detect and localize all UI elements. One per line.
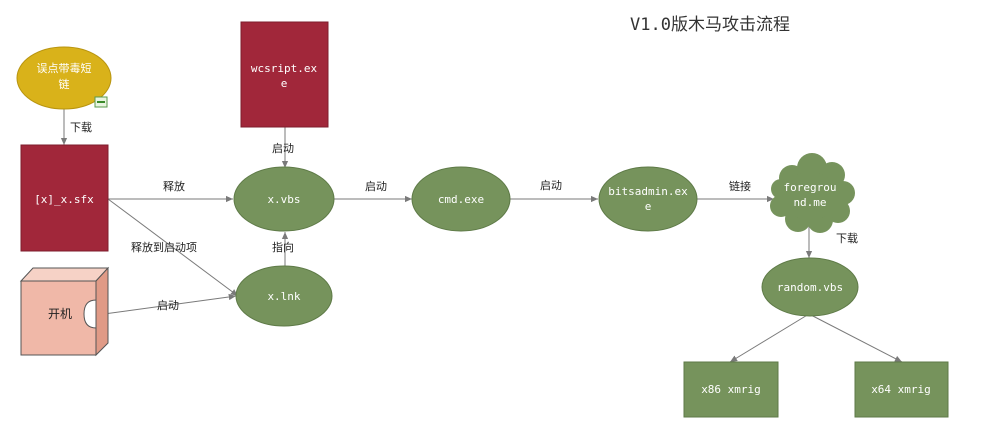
edge-label-download-random: 下载 xyxy=(836,232,858,245)
edge-label-launch-cmd: 启动 xyxy=(365,180,387,193)
node-foreground-label-line2: nd.me xyxy=(793,196,826,209)
edge-random-to-x64 xyxy=(808,313,903,363)
node-random-label: random.vbs xyxy=(777,281,843,294)
node-wcsript-label-line2: e xyxy=(281,77,288,90)
node-phishing-link-label: 误点带毒短 xyxy=(37,61,92,75)
node-xlnk-label: x.lnk xyxy=(267,290,300,303)
edge-label-launch-wcsript: 启动 xyxy=(272,142,294,155)
edge-label-release: 释放 xyxy=(163,179,185,193)
edge-label-link: 链接 xyxy=(729,179,751,193)
edge-label-download: 下载 xyxy=(70,121,92,134)
node-sfx: [x]_x.sfx xyxy=(20,144,109,252)
node-wcsript: wcsript.ex e xyxy=(240,21,329,128)
node-x64: x64 xmrig xyxy=(854,361,949,418)
node-bitsadmin-label-line2: e xyxy=(645,200,652,213)
node-xvbs-label: x.vbs xyxy=(267,193,300,206)
node-startup-label: 开机 xyxy=(48,307,72,321)
node-sfx-label: [x]_x.sfx xyxy=(34,193,94,206)
node-foreground-label-line1: foregrou xyxy=(784,181,837,194)
diagram-title: V1.0版木马攻击流程 xyxy=(630,15,790,35)
node-x86-label: x86 xmrig xyxy=(701,383,761,396)
edge-label-release-to-startup: 释放到启动项 xyxy=(131,240,197,254)
node-wcsript-label-line1: wcsript.ex xyxy=(251,62,318,75)
node-random: random.vbs xyxy=(761,257,859,317)
edge-sfx-to-xlnk xyxy=(107,198,239,297)
node-phishing-link: 误点带毒短 链 xyxy=(16,46,112,110)
node-bitsadmin-label-line1: bitsadmin.ex xyxy=(608,185,688,198)
minimize-icon xyxy=(94,96,108,108)
node-cmd: cmd.exe xyxy=(411,166,511,232)
node-cmd-label: cmd.exe xyxy=(438,193,484,206)
node-startup: 开机 xyxy=(19,266,110,357)
edge-label-point-to: 指向 xyxy=(272,240,294,254)
edge-label-launch-bits: 启动 xyxy=(540,179,562,192)
node-bitsadmin: bitsadmin.ex e xyxy=(598,166,698,232)
node-xvbs: x.vbs xyxy=(233,166,335,232)
edge-label-launch-startup: 启动 xyxy=(157,299,179,312)
node-foreground-cloud: foregrou nd.me xyxy=(770,153,855,233)
edge-startup-to-xlnk xyxy=(103,293,237,315)
node-x64-label: x64 xmrig xyxy=(871,383,931,396)
node-x86: x86 xmrig xyxy=(683,361,779,418)
node-phishing-link-label-wrap: 链 xyxy=(59,77,70,91)
node-xlnk: x.lnk xyxy=(235,265,333,327)
edge-random-to-x86 xyxy=(729,313,810,363)
